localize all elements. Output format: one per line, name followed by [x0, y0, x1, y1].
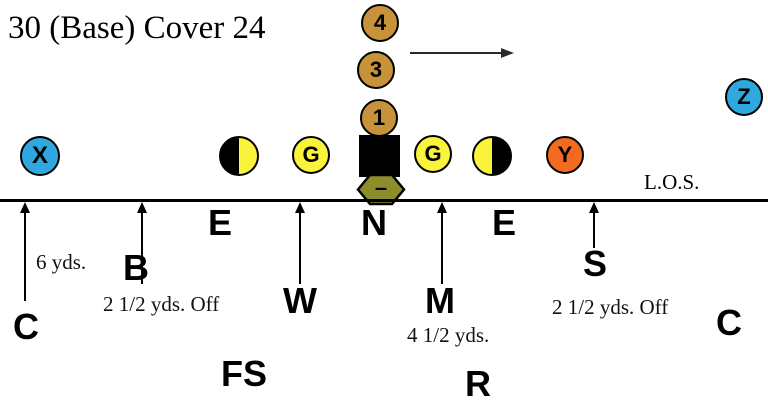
- tight-end-y-label: Y: [557, 142, 573, 167]
- left-tackle-halfmoon: [219, 136, 259, 176]
- mike-depth-note: 4 1/2 yds.: [407, 323, 490, 347]
- motion-arrow: [410, 48, 514, 58]
- split-end-x-label: X: [31, 142, 48, 169]
- backer-b-arrow: [137, 202, 147, 284]
- end-right-label: E: [492, 202, 517, 243]
- sam-arrow: [589, 202, 599, 248]
- left-guard-label: G: [302, 142, 320, 167]
- back-1-label: 1: [372, 105, 386, 130]
- corner-left-depth-note: 6 yds.: [36, 250, 87, 274]
- los-label: L.O.S.: [644, 170, 700, 194]
- left-guard-circle: G: [292, 136, 330, 174]
- right-tackle-halfmoon: [472, 136, 512, 176]
- back-1-circle: 1: [360, 99, 398, 137]
- arrowhead-up-icon: [20, 202, 30, 213]
- back-4-label: 4: [373, 10, 387, 35]
- back-3-circle: 3: [357, 51, 395, 89]
- page-title: 30 (Base) Cover 24: [8, 10, 266, 46]
- arrowhead-up-icon: [137, 202, 147, 213]
- mike-label: M: [425, 280, 455, 321]
- mike-arrow: [437, 202, 447, 284]
- right-guard-label: G: [424, 141, 442, 166]
- corner-right-label: C: [716, 302, 742, 343]
- flanker-z-circle: Z: [725, 78, 763, 116]
- will-label: W: [283, 280, 317, 321]
- corner-left-label: C: [13, 306, 39, 347]
- rover-label: R: [465, 363, 491, 404]
- sam-depth-note: 2 1/2 yds. Off: [552, 295, 669, 319]
- backer-depth-note: 2 1/2 yds. Off: [103, 292, 220, 316]
- center-square: [359, 135, 400, 177]
- flanker-z-label: Z: [737, 84, 751, 109]
- football-marker: –: [356, 173, 406, 206]
- corner-left-arrow: [20, 202, 30, 301]
- right-guard-circle: G: [414, 135, 452, 173]
- tight-end-y-circle: Y: [546, 136, 584, 174]
- nose-label: N: [361, 202, 387, 243]
- motion-arrowhead-icon: [501, 48, 514, 58]
- football-minus-label: –: [374, 174, 388, 200]
- back-4-circle: 4: [361, 4, 399, 42]
- line-of-scrimmage: [0, 199, 768, 202]
- arrowhead-up-icon: [437, 202, 447, 213]
- arrowhead-up-icon: [295, 202, 305, 213]
- sam-label: S: [583, 243, 608, 284]
- back-3-label: 3: [369, 57, 383, 82]
- backer-b-label: B: [123, 247, 149, 288]
- will-arrow: [295, 202, 305, 284]
- arrowhead-up-icon: [589, 202, 599, 213]
- end-left-label: E: [208, 202, 233, 243]
- football-hexagon-icon: [356, 173, 406, 206]
- split-end-x-circle: X: [20, 136, 60, 176]
- free-safety-label: FS: [221, 353, 268, 394]
